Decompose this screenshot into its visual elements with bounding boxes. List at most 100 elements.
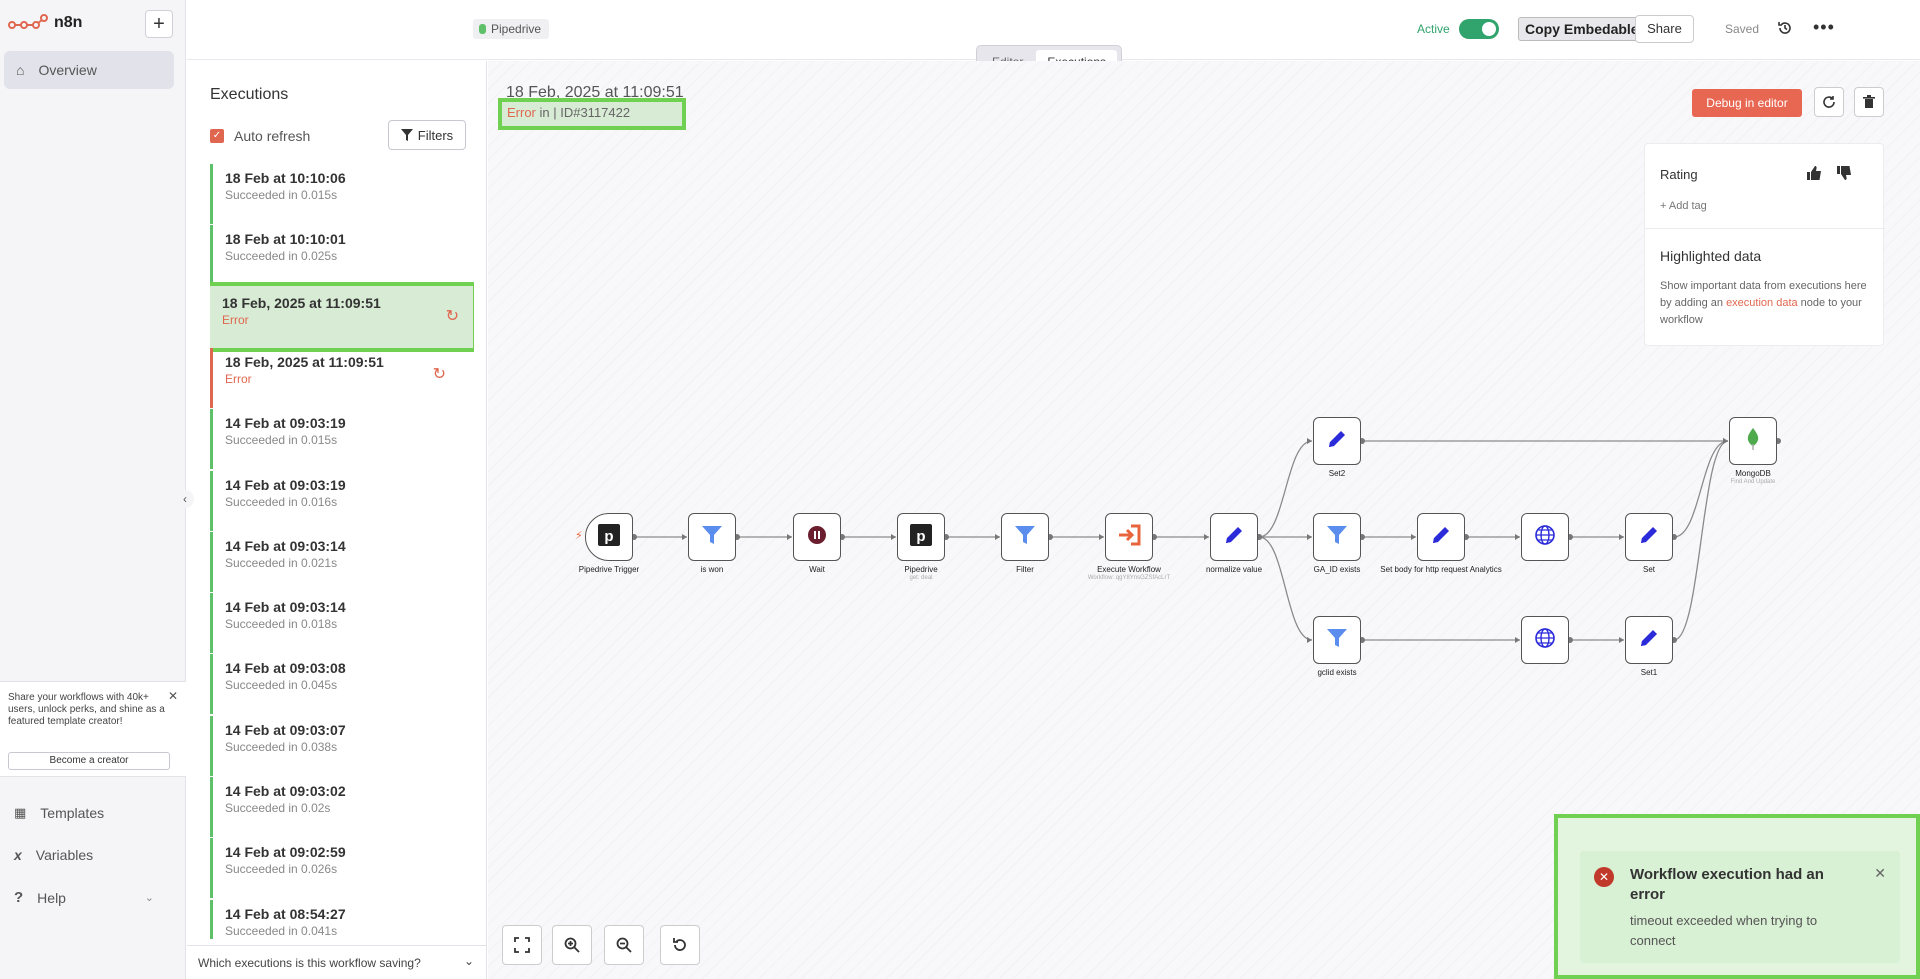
toast-title: Workflow execution had an error <box>1630 866 1824 903</box>
highlighted-data-description: Show important data from executions here… <box>1660 278 1875 329</box>
sidebar-item-overview[interactable]: ⌂ Overview <box>4 51 174 89</box>
workflow-node[interactable] <box>1521 513 1569 561</box>
more-options-icon[interactable]: ••• <box>1813 17 1835 37</box>
rating-label: Rating <box>1660 167 1698 182</box>
svg-text:p: p <box>604 528 613 545</box>
history-icon[interactable] <box>1777 20 1793 41</box>
templates-icon: ▦ <box>14 805 27 820</box>
hl-desc-text: Show important data from executions here… <box>1660 280 1867 309</box>
workflow-node[interactable] <box>1313 417 1361 465</box>
promo-text: Share your workflows with 40k+ users, un… <box>8 692 165 727</box>
zoom-out-button[interactable] <box>604 925 644 965</box>
workflow-node[interactable] <box>1105 513 1153 561</box>
input-arrow <box>1723 438 1728 444</box>
node-label-text: Pipedrive <box>904 565 938 574</box>
workflow-node[interactable]: p <box>585 513 633 561</box>
workflow-node[interactable]: p <box>897 513 945 561</box>
input-arrow <box>1204 534 1209 540</box>
node-connection <box>1673 440 1729 538</box>
input-arrow <box>682 534 687 540</box>
execution-data-link[interactable]: execution data <box>1726 297 1798 309</box>
workflow-node[interactable] <box>1313 616 1361 664</box>
logo-text: n8n <box>54 14 83 31</box>
workflow-node[interactable] <box>1729 417 1777 465</box>
pipedrive-tag-icon <box>479 24 486 34</box>
retry-icon[interactable]: ↻ <box>432 365 446 383</box>
active-toggle[interactable] <box>1459 19 1499 39</box>
pencil-icon <box>1223 524 1245 551</box>
execution-date: 14 Feb at 09:02:59 <box>225 844 346 861</box>
workflow-node[interactable] <box>793 513 841 561</box>
sidebar-item-variables[interactable]: x Variables <box>14 847 93 863</box>
zoom-in-button[interactable] <box>552 925 592 965</box>
node-label: normalize value <box>1169 565 1299 574</box>
node-label: Pipedrive Trigger <box>544 565 674 574</box>
retry-icon[interactable]: ↻ <box>445 307 459 325</box>
become-creator-button[interactable]: Become a creator <box>8 752 170 770</box>
workflow-name[interactable]: Pipedrive <box>473 19 550 39</box>
sidebar-item-templates[interactable]: ▦ Templates <box>14 805 104 821</box>
fit-view-button[interactable] <box>502 925 542 965</box>
app-sidebar: n8n + ⌂ Overview Share your workflows wi… <box>0 0 186 979</box>
reset-zoom-button[interactable] <box>660 925 700 965</box>
filter-icon <box>701 524 723 551</box>
active-label: Active <box>1417 22 1450 36</box>
pencil-icon <box>1638 627 1660 654</box>
thumbs-down-icon[interactable] <box>1836 165 1852 186</box>
close-icon[interactable]: ✕ <box>167 689 178 703</box>
executions-panel: Executions ✓ Auto refresh Filters 18 Feb… <box>187 61 487 979</box>
workflow-node[interactable] <box>688 513 736 561</box>
add-tag-link[interactable]: + Add tag <box>1660 200 1707 212</box>
divider <box>1645 228 1885 229</box>
workflow-node[interactable] <box>1625 513 1673 561</box>
collapse-sidebar-icon[interactable]: ‹ <box>176 490 194 508</box>
node-label-text: Set1 <box>1640 668 1658 677</box>
status-error-word: Error <box>507 105 536 120</box>
thumbs-up-icon[interactable] <box>1806 165 1822 186</box>
add-button[interactable]: + <box>145 10 173 38</box>
sidebar-item-help[interactable]: ? Help ⌄ <box>14 889 154 906</box>
workflow-node[interactable] <box>1210 513 1258 561</box>
workflow-node[interactable] <box>1417 513 1465 561</box>
workflow-node[interactable] <box>1001 513 1049 561</box>
workflow-node[interactable] <box>1521 616 1569 664</box>
auto-refresh-checkbox[interactable]: ✓ Auto refresh <box>210 128 310 144</box>
share-button[interactable]: Share <box>1635 15 1694 43</box>
n8n-logo[interactable]: n8n <box>8 14 82 32</box>
input-arrow <box>1515 534 1520 540</box>
delete-execution-button[interactable] <box>1854 87 1884 117</box>
highlighted-data-title: Highlighted data <box>1660 248 1762 264</box>
workflow-node[interactable] <box>1313 513 1361 561</box>
zoom-out-icon <box>616 937 632 953</box>
pause-icon <box>807 525 827 550</box>
executions-saving-info[interactable]: Which executions is this workflow saving… <box>187 945 487 979</box>
workflow-canvas[interactable]: 18 Feb, 2025 at 11:09:51 Error in | ID#3… <box>488 61 1920 979</box>
node-label-text: gclid exists <box>1317 668 1357 677</box>
execution-status: Error <box>222 312 249 327</box>
filters-button[interactable]: Filters <box>388 120 466 150</box>
input-arrow <box>995 534 1000 540</box>
retry-execution-button[interactable] <box>1814 87 1844 117</box>
close-icon[interactable]: ✕ <box>1874 865 1886 881</box>
auto-refresh-label: Auto refresh <box>234 128 311 144</box>
execution-date: 18 Feb at 10:10:01 <box>225 231 346 248</box>
workflow-node[interactable] <box>1625 616 1673 664</box>
debug-in-editor-button[interactable]: Debug in editor <box>1692 89 1802 117</box>
sidebar-item-label: Variables <box>35 847 94 863</box>
